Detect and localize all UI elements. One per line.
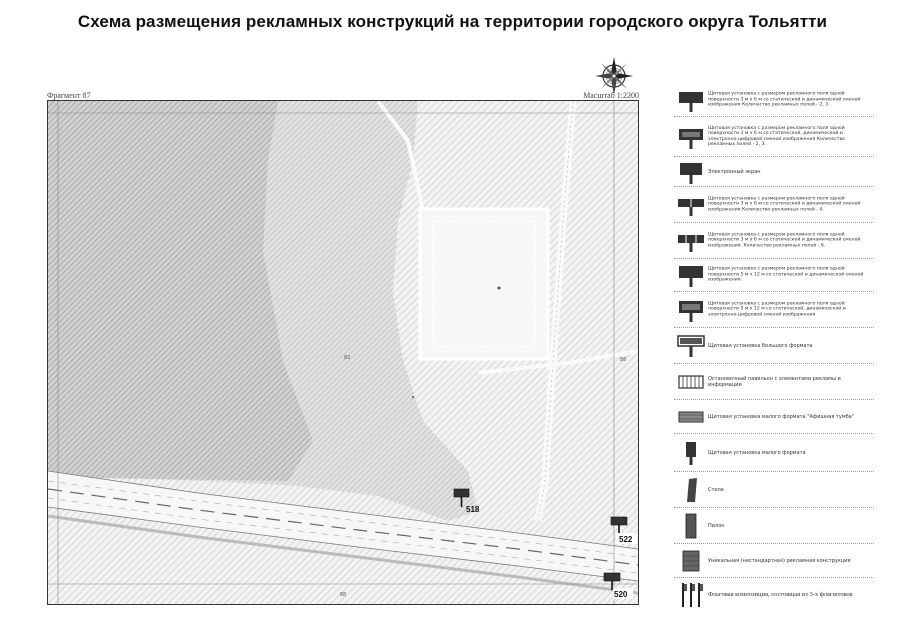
wooded-zone: [48, 101, 313, 481]
highway-centerline: [48, 488, 638, 566]
legend-text: Электронный экран: [708, 168, 761, 175]
legend-item-pylon: Пилон: [674, 508, 874, 544]
legend-text: Флаговая композиция, состоящая из 3-х фл…: [708, 591, 853, 598]
structure-number: 520: [614, 590, 628, 599]
legend-item-flags: Флаговая композиция, состоящая из 3-х фл…: [674, 578, 874, 612]
scale-label: Масштаб 1:2200: [583, 91, 639, 100]
billboard-icon: [603, 572, 621, 582]
legend-text: Остановочный павильон с элементами рекла…: [708, 375, 841, 388]
road-axis: [537, 101, 574, 522]
sheet-ref-top-left: 82: [344, 355, 350, 361]
billboard-4-fields-icon: [678, 198, 704, 216]
legend-text: Щитовая установка малого формата: [708, 449, 806, 456]
road-path: [477, 349, 638, 375]
side-road: [48, 514, 638, 595]
sheet-ref-right: 86: [620, 357, 626, 363]
bus-stop-pavilion-icon: [678, 374, 704, 389]
legend-item-billboard-6-fields: Щитовая установка с размером рекламного …: [674, 223, 874, 259]
legend-text: Щитовая установка с размером рекламного …: [708, 196, 861, 213]
legend-item-billboard-3x6-digital: Щитовая установка с размером рекламного …: [674, 117, 874, 157]
lane-marking: [48, 497, 638, 574]
small-format-panel-icon: [678, 411, 704, 422]
legend-text: Пилон: [708, 522, 725, 529]
legend-item-stela: Стела: [674, 472, 874, 508]
building-outline: [432, 220, 536, 348]
legend-text: Щитовая установка большого формата: [708, 342, 813, 349]
legend-item-electronic-screen: Электронный экран: [674, 157, 874, 187]
billboard-520[interactable]: 520: [603, 572, 633, 599]
billboard-icon: [453, 488, 470, 498]
highway: [48, 471, 638, 581]
large-format-billboard-icon: [677, 334, 705, 357]
billboard-522[interactable]: 522: [610, 516, 637, 544]
billboard-518[interactable]: 518: [453, 488, 480, 514]
survey-point: [412, 396, 414, 398]
map-title: Схема размещения рекламных конструкций н…: [77, 12, 828, 31]
building-block: [418, 207, 550, 361]
legend-item-billboard-4-fields: Щитовая установка с размером рекламного …: [674, 187, 874, 223]
legend-item-bus-stop: Остановочный павильон с элементами рекла…: [674, 364, 874, 400]
billboard-3x6-digital-icon: [679, 128, 703, 149]
legend-text: Щитовая установка с размером рекламного …: [708, 266, 864, 283]
legend-text: Щитовая установка с размером рекламного …: [708, 301, 846, 318]
highway-edge: [48, 470, 638, 550]
highway-edge: [48, 506, 638, 582]
legend-item-billboard-5x12-digital: Щитовая установка с размером рекламного …: [674, 292, 874, 328]
lane-marking: [48, 480, 638, 558]
sheet-ref-bottom: 88: [340, 592, 346, 598]
small-format-billboard-icon: [686, 441, 696, 465]
survey-point: [497, 286, 501, 290]
billboard-6-fields-icon: [678, 234, 704, 252]
legend-item-large-format: Щитовая установка большого формата: [674, 328, 874, 364]
legend-item-billboard-3x6: Щитовая установка с размером рекламного …: [674, 84, 874, 117]
fragment-label: Фрагмент 87: [47, 91, 91, 100]
map-fragment[interactable]: 88 86 82 87 518 522 520: [47, 100, 639, 605]
legend-text: Щитовая установка с размером рекламного …: [708, 125, 845, 148]
road-path: [376, 101, 425, 212]
billboard-icon: [610, 516, 628, 526]
legend-item-billboard-5x12: Щитовая установка с размером рекламного …: [674, 259, 874, 292]
legend-item-small-billboard: Щитовая установка малого формата: [674, 434, 874, 472]
billboard-3x6-static-dynamic-icon: [679, 92, 703, 112]
legend-panel: Щитовая установка с размером рекламного …: [674, 84, 874, 614]
legend-item-unique: Уникальная (нестандартная) рекламная кон…: [674, 544, 874, 578]
legend-text: Щитовая установка малого формата "Афишна…: [708, 413, 855, 420]
legend-item-small-panel: Щитовая установка малого формата "Афишна…: [674, 400, 874, 434]
flag-composition-icon: [682, 583, 703, 607]
billboard-5x12-digital-icon: [679, 300, 703, 322]
legend-text: Щитовая установка с размером рекламного …: [708, 91, 861, 108]
billboard-5x12-icon: [679, 266, 703, 287]
structure-number: 522: [619, 535, 633, 544]
stela-icon: [687, 477, 697, 502]
pylon-icon: [685, 513, 697, 538]
electronic-screen-icon: [680, 162, 702, 184]
structure-number: 518: [466, 505, 480, 514]
legend-text: Щитовая установка с размером рекламного …: [708, 232, 861, 249]
unique-structure-icon: [682, 550, 700, 571]
legend-text: Уникальная (нестандартная) рекламная кон…: [708, 557, 851, 564]
legend-text: Стела: [708, 486, 724, 493]
compass-rose-icon: [594, 56, 634, 96]
